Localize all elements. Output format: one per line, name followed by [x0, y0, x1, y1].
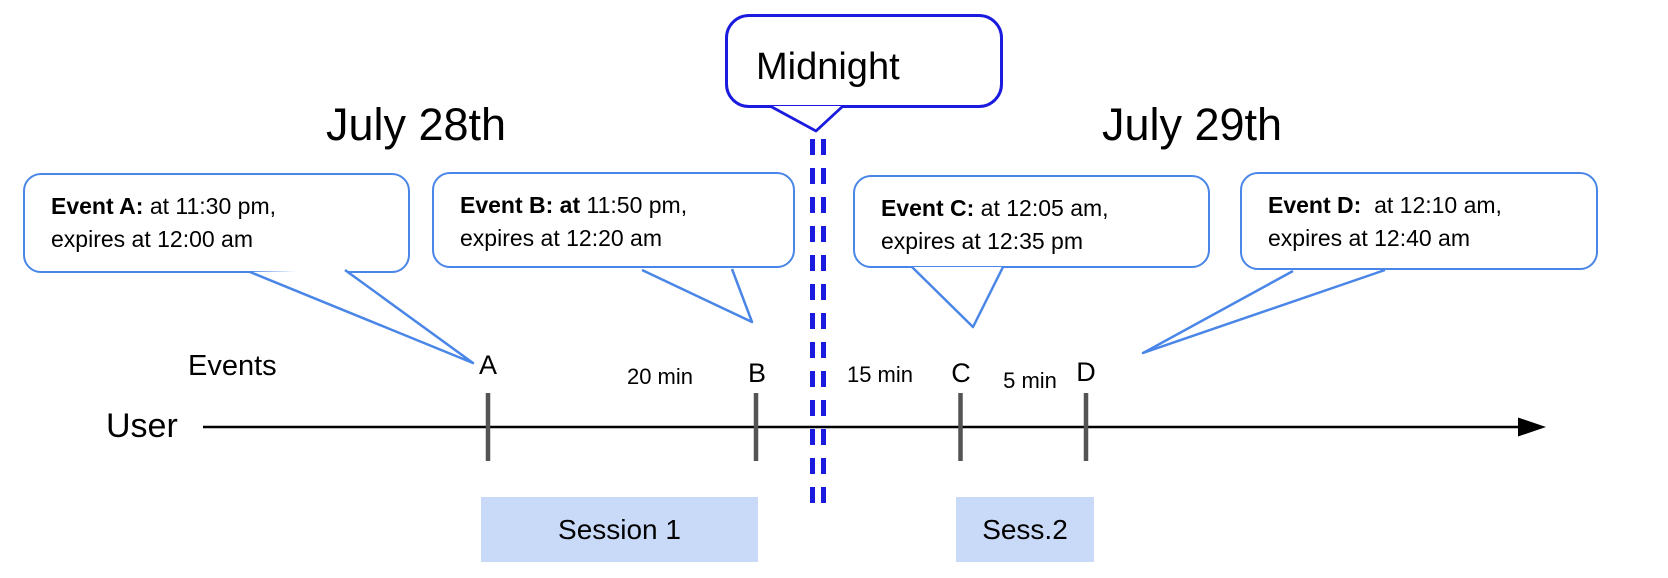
session-1-box: Session 1	[481, 497, 758, 562]
tick-label-d: D	[1076, 357, 1096, 387]
event-c-title: Event C:	[881, 195, 975, 221]
session-1-label: Session 1	[558, 513, 681, 545]
event-a-callout-tail	[249, 268, 475, 365]
tick-label-c: C	[951, 358, 971, 388]
midnight-callout-tail	[769, 104, 844, 133]
event-d-callout: Event D: at 12:10 am, expires at 12:40 a…	[1240, 172, 1598, 270]
event-d-line1: Event D: at 12:10 am,	[1268, 189, 1596, 222]
event-b-line1: Event B: at 11:50 pm,	[460, 189, 793, 222]
event-d-expiry: expires at 12:40 am	[1268, 225, 1471, 251]
session-2-box: Sess.2	[956, 497, 1094, 562]
tick-label-a: A	[478, 350, 497, 380]
event-c-callout-tail	[911, 266, 1005, 329]
timeline-arrowhead-icon	[1518, 417, 1546, 437]
event-b-title: Event B: at	[460, 192, 581, 218]
event-c-expiry: expires at 12:35 pm	[881, 228, 1084, 254]
date-label-july-29: July 29th	[1101, 99, 1283, 150]
event-d-title: Event D:	[1268, 192, 1362, 218]
event-a-time: at 11:30 pm,	[143, 193, 276, 219]
midnight-callout: Midnight	[725, 14, 1003, 108]
event-b-callout: Event B: at 11:50 pm, expires at 12:20 a…	[432, 172, 795, 268]
events-row-label: Events	[188, 350, 277, 382]
event-c-time: at 12:05 am,	[974, 195, 1109, 221]
interval-label-20min: 20 min	[626, 364, 694, 389]
session-2-label: Sess.2	[982, 513, 1068, 545]
event-b-callout-tail	[641, 268, 754, 324]
tick-label-b: B	[747, 358, 766, 388]
event-b-expiry: expires at 12:20 am	[460, 225, 663, 251]
event-c-line1: Event C: at 12:05 am,	[881, 192, 1208, 225]
user-axis-label: User	[106, 407, 178, 445]
interval-label-5min: 5 min	[1003, 368, 1057, 393]
event-b-time: 11:50 pm,	[580, 192, 688, 218]
interval-label-15min: 15 min	[846, 362, 914, 387]
event-a-callout: Event A: at 11:30 pm, expires at 12:00 a…	[23, 173, 410, 273]
event-a-title: Event A:	[51, 193, 144, 219]
midnight-label: Midnight	[756, 46, 900, 88]
event-d-callout-tail	[1141, 268, 1386, 355]
event-a-line1: Event A: at 11:30 pm,	[51, 190, 408, 223]
event-d-time: at 12:10 am,	[1361, 192, 1502, 218]
date-label-july-28: July 28th	[325, 99, 507, 150]
event-c-callout: Event C: at 12:05 am, expires at 12:35 p…	[853, 175, 1210, 268]
event-a-expiry: expires at 12:00 am	[51, 226, 254, 252]
